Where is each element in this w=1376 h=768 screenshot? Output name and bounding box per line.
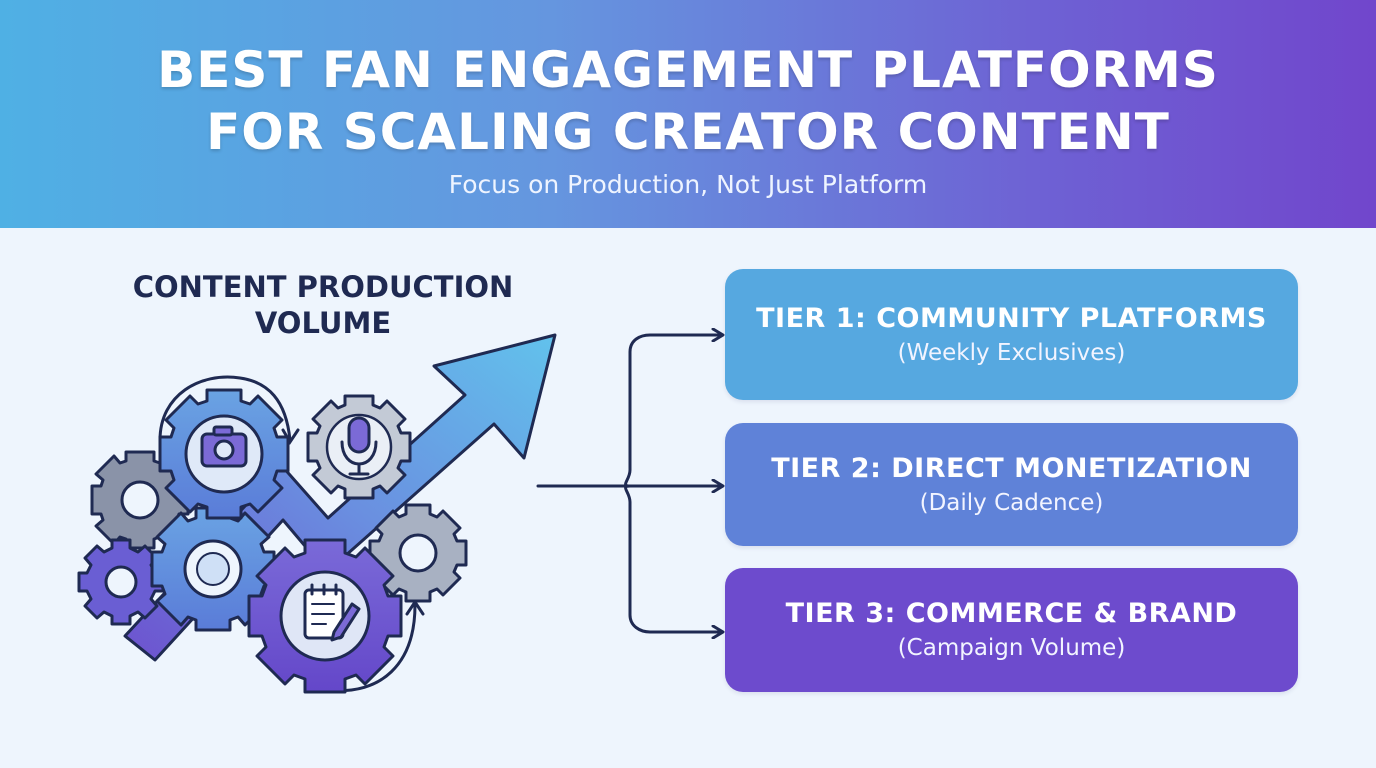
tier-2-subtitle: (Daily Cadence) — [919, 489, 1104, 516]
production-illustration — [77, 228, 1376, 694]
tier-3-box: TIER 3: COMMERCE & BRAND (Campaign Volum… — [725, 568, 1298, 692]
cycle-arrow-icon — [158, 375, 425, 693]
page-title-line-1: BEST FAN ENGAGEMENT PLATFORMS — [157, 41, 1219, 99]
tier-3-title: TIER 3: COMMERCE & BRAND — [785, 598, 1238, 629]
content-production-heading-line-2: VOLUME — [254, 306, 392, 340]
camera-icon — [200, 425, 248, 468]
connector-arrows — [536, 335, 722, 632]
tier-3-subtitle: (Campaign Volume) — [897, 635, 1126, 661]
page-subtitle: Focus on Production, Not Just Platform — [448, 170, 928, 199]
tier-2-box: TIER 2: DIRECT MONETIZATION (Daily Caden… — [725, 423, 1298, 546]
tier-1-subtitle: (Weekly Exclusives) — [897, 339, 1126, 366]
tier-1-title: TIER 1: COMMUNITY PLATFORMS — [756, 302, 1267, 334]
microphone-icon — [340, 416, 378, 476]
page-title-line-2: FOR SCALING CREATOR CONTENT — [206, 103, 1170, 161]
header-banner: BEST FAN ENGAGEMENT PLATFORMS FOR SCALIN… — [0, 0, 1376, 228]
gear-icon — [150, 506, 276, 632]
tier-2-title: TIER 2: DIRECT MONETIZATION — [771, 452, 1252, 484]
content-production-heading-line-1: CONTENT PRODUCTION — [132, 270, 514, 304]
gear-icon — [77, 538, 165, 626]
tier-1-box: TIER 1: COMMUNITY PLATFORMS (Weekly Excl… — [725, 269, 1298, 400]
notepad-pencil-icon — [303, 583, 361, 642]
